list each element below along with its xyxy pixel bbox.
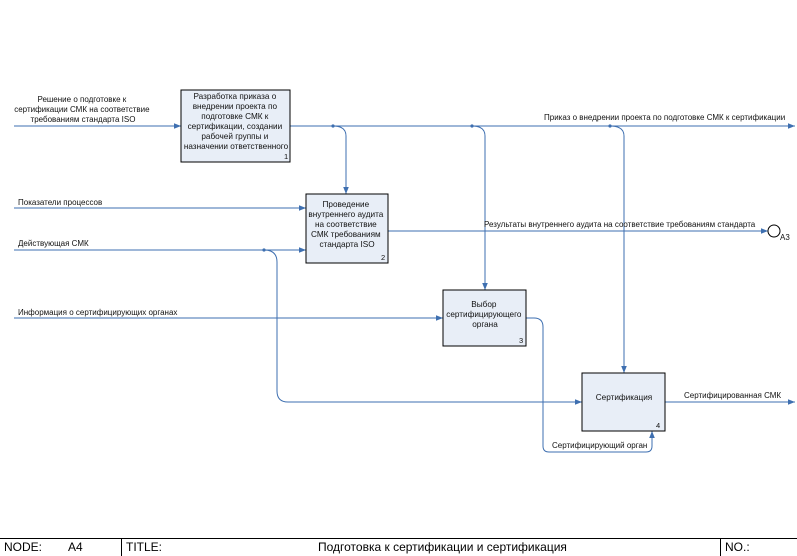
box-2-line: СМК требованиям — [311, 230, 381, 239]
box-3-line: сертифицирующего — [446, 310, 522, 319]
box-2-number: 2 — [381, 253, 385, 262]
decision-label: сертификации СМК на соответствие — [14, 105, 150, 114]
order-label: Приказ о внедрении проекта по подготовке… — [544, 113, 785, 122]
title-label: TITLE: — [126, 540, 163, 554]
audit-results-label: Результаты внутреннего аудита на соответ… — [484, 220, 756, 229]
page-title: Подготовка к сертификации и сертификация — [318, 540, 567, 554]
box-1-line: сертификации, создании — [188, 122, 283, 131]
node-label: NODE: — [4, 540, 43, 554]
cert-bodies-info-label: Информация о сертифицирующих органах — [18, 308, 177, 317]
decision-label: Решение о подготовке к — [37, 95, 126, 104]
svg-text:Проведение внутреннего а: Проведение внутреннего аудита на соответ… — [308, 200, 385, 249]
box-1-number: 1 — [284, 152, 288, 161]
offpage-ref-label: A3 — [780, 233, 790, 242]
offpage-connector — [767, 224, 781, 238]
svg-text:Разработка приказа о вне: Разработка приказа о внедрении проекта п… — [184, 92, 289, 151]
box-1-line: рабочей группы и — [201, 132, 268, 141]
box-2-line: на соответствие — [315, 220, 377, 229]
cert-body-label: Сертифицирующий орган — [552, 441, 647, 450]
activity-box-4[interactable]: Сертификация 4 — [581, 372, 666, 432]
decision-label: требованиям стандарта ISO — [31, 115, 136, 124]
svg-text:Решение о подготовке к сер: Решение о подготовке к сертификации СМК … — [14, 95, 152, 124]
arrow-order-to-audit — [332, 125, 349, 194]
box-2-line: Проведение — [323, 200, 370, 209]
box-3-number: 3 — [519, 336, 523, 345]
box-2-line: стандарта ISO — [319, 240, 374, 249]
arrow-order-to-selection — [471, 125, 488, 290]
svg-text:Выбор сертифицирующего: Выбор сертифицирующего органа — [446, 300, 523, 329]
box-4-number: 4 — [656, 421, 660, 430]
arrow-current-qms-to-certification — [263, 249, 582, 405]
certified-qms-label: Сертифицированная СМК — [684, 391, 781, 400]
box-1-line: внедрении проекта по — [193, 102, 278, 111]
arrow-cert-body — [526, 317, 655, 453]
activity-box-2[interactable]: Проведение внутреннего аудита на соответ… — [305, 193, 389, 264]
box-4-line: Сертификация — [596, 393, 653, 402]
current-qms-label: Действующая СМК — [18, 239, 89, 248]
box-2-line: внутреннего аудита — [308, 210, 383, 219]
number-label: NO.: — [725, 540, 750, 554]
box-1-line: подготовке СМК к — [201, 112, 269, 121]
box-3-line: Выбор — [471, 300, 497, 309]
diagram-footer: NODE: A4 TITLE: Подготовка к сертификаци… — [0, 538, 797, 556]
box-3-line: органа — [472, 320, 498, 329]
arrow-order-to-certification — [609, 125, 627, 373]
box-1-line: Разработка приказа о — [193, 92, 276, 101]
indicators-label: Показатели процессов — [18, 198, 102, 207]
node-value: A4 — [68, 540, 83, 554]
activity-box-3[interactable]: Выбор сертифицирующего органа 3 — [442, 289, 527, 347]
activity-box-1[interactable]: Разработка приказа о внедрении проекта п… — [180, 89, 291, 163]
box-1-line: назначении ответственного — [184, 142, 289, 151]
